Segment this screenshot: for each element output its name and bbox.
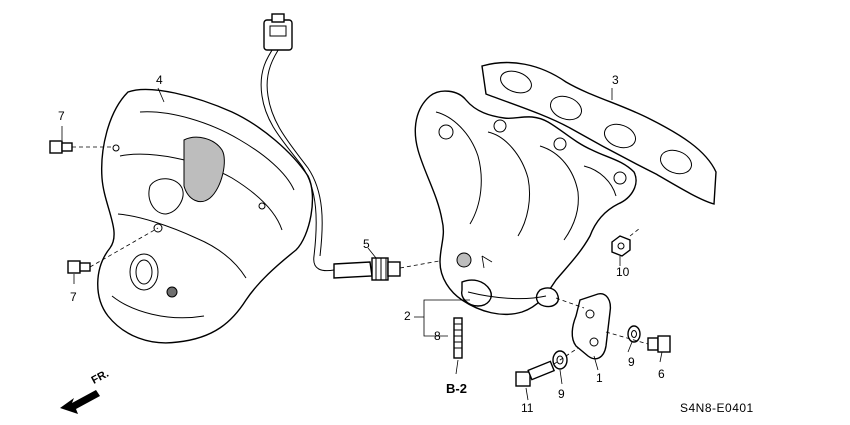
callout-5: 5 (363, 237, 370, 251)
exhaust-manifold-part (414, 90, 637, 315)
callout-10: 10 (616, 265, 630, 279)
callout-11: 11 (521, 401, 534, 415)
heat-shield-part (97, 88, 314, 344)
bolt-7-upper (49, 140, 112, 154)
bracket-part (555, 293, 612, 360)
stud-8-part (453, 317, 463, 359)
callout-9-lower: 9 (558, 387, 565, 401)
callout-1: 1 (596, 371, 603, 385)
callout-4: 4 (156, 73, 163, 87)
washer-9-upper (627, 325, 641, 343)
oxygen-sensor-wire (260, 13, 335, 272)
callout-8: 8 (434, 329, 441, 343)
bolt-7-lower (67, 227, 159, 274)
front-direction-arrow-icon (60, 390, 100, 414)
bolt-11-part (515, 347, 579, 387)
callout-7-lower: 7 (70, 290, 77, 304)
oxygen-sensor-part (333, 257, 457, 281)
callout-7-upper: 7 (58, 109, 65, 123)
callout-2: 2 (404, 309, 411, 323)
callout-9-upper: 9 (628, 355, 635, 369)
reference-b2: B-2 (446, 381, 467, 396)
nut-10-part (611, 227, 641, 257)
callout-6: 6 (658, 367, 665, 381)
part-code: S4N8-E0401 (680, 401, 754, 415)
gasket-part (481, 61, 717, 205)
callout-3: 3 (612, 73, 619, 87)
bolt-6-part (605, 331, 671, 353)
leader-lines (61, 87, 663, 401)
